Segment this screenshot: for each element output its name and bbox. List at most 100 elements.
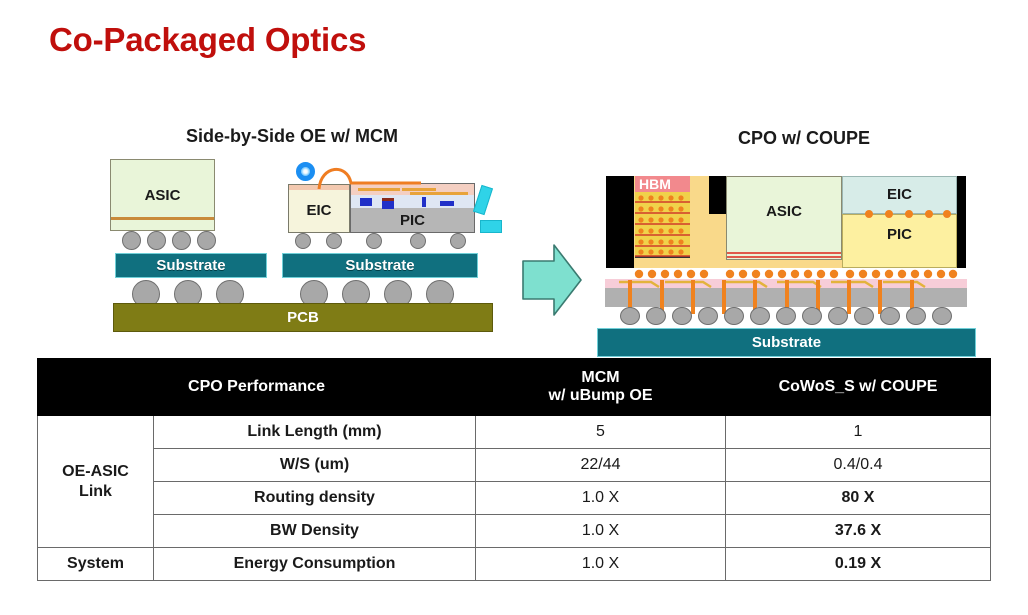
value-coupe: 80 X bbox=[725, 481, 991, 515]
c4-bump bbox=[802, 307, 822, 325]
value-coupe: 1 bbox=[725, 415, 991, 449]
tsv bbox=[816, 280, 820, 314]
optical-ring-icon bbox=[296, 162, 315, 181]
substrate-block-left-2 bbox=[282, 253, 478, 278]
substrate-block-right bbox=[597, 328, 976, 357]
cpo-performance-table: CPO Performance MCM w/ uBump OE CoWoS_S … bbox=[37, 358, 991, 581]
c4-bump bbox=[750, 307, 770, 325]
substrate-label-right: Substrate bbox=[751, 334, 822, 351]
ubump bbox=[905, 210, 913, 218]
eic-label-right: EIC bbox=[886, 185, 912, 203]
group-label-line-2: Link bbox=[79, 482, 112, 500]
header-cowos-coupe: CoWoS_S w/ COUPE bbox=[725, 358, 991, 416]
group-label-system: System bbox=[37, 547, 154, 581]
pic-device bbox=[440, 201, 454, 206]
bump bbox=[366, 233, 382, 249]
pic-label-right: PIC bbox=[886, 225, 912, 243]
tsv bbox=[691, 280, 695, 314]
table-row: BW Density 1.0 X 37.6 X bbox=[38, 514, 991, 548]
tsv bbox=[878, 280, 882, 314]
wirebond-icon bbox=[317, 167, 421, 190]
table-row: W/S (um) 22/44 0.4/0.4 bbox=[38, 448, 991, 482]
c4-bump bbox=[724, 307, 744, 325]
hbm-label: HBM bbox=[639, 176, 671, 192]
asic-metal-line-1 bbox=[727, 252, 841, 254]
transition-arrow-icon bbox=[522, 244, 582, 316]
fiber-connector-side-icon bbox=[480, 220, 502, 233]
substrate-block-left-1 bbox=[115, 253, 267, 278]
tsv bbox=[847, 280, 851, 314]
eic-label-left: EIC bbox=[306, 202, 332, 219]
value-coupe: 37.6 X bbox=[725, 514, 991, 548]
ubump bbox=[865, 210, 873, 218]
metric-name: Routing density bbox=[153, 481, 476, 515]
mold-edge-middle bbox=[709, 176, 726, 214]
value-mcm: 5 bbox=[475, 415, 726, 449]
c4-bump bbox=[698, 307, 718, 325]
tsv bbox=[722, 280, 726, 314]
c4-bump bbox=[932, 307, 952, 325]
header-mcm-line-2: w/ uBump OE bbox=[548, 387, 653, 404]
bump bbox=[122, 231, 141, 250]
header-mcm-ubump-oe: MCM w/ uBump OE bbox=[475, 358, 726, 416]
value-coupe: 0.19 X bbox=[725, 547, 991, 581]
ubump bbox=[885, 210, 893, 218]
header-cpo-performance: CPO Performance bbox=[37, 358, 476, 416]
ubump bbox=[925, 210, 933, 218]
tsv bbox=[753, 280, 757, 314]
asic-label-left: ASIC bbox=[144, 186, 181, 204]
substrate-label-left-1: Substrate bbox=[156, 257, 226, 274]
table-header: CPO Performance MCM w/ uBump OE CoWoS_S … bbox=[37, 358, 991, 416]
asic-underfill-line-left bbox=[111, 217, 214, 220]
cpo-coupe-diagram: HBM ASIC EIC PIC bbox=[597, 168, 985, 387]
right-diagram-heading: CPO w/ COUPE bbox=[738, 128, 871, 148]
table-row: System Energy Consumption 1.0 X 0.19 X bbox=[37, 547, 991, 581]
value-mcm: 1.0 X bbox=[475, 547, 726, 581]
pic-block-right bbox=[842, 214, 957, 268]
bump bbox=[450, 233, 466, 249]
c4-bump bbox=[776, 307, 796, 325]
value-mcm: 1.0 X bbox=[475, 481, 726, 515]
microbump-row-icon bbox=[634, 269, 958, 279]
bump bbox=[172, 231, 191, 250]
asic-label-right: ASIC bbox=[766, 202, 802, 220]
value-coupe: 0.4/0.4 bbox=[725, 448, 991, 482]
bump bbox=[295, 233, 311, 249]
metric-name: Energy Consumption bbox=[153, 547, 476, 581]
c4-bump bbox=[854, 307, 874, 325]
header-mcm-line-1: MCM bbox=[581, 368, 620, 386]
pcb-label: PCB bbox=[287, 309, 319, 326]
c4-bump bbox=[646, 307, 666, 325]
value-mcm: 1.0 X bbox=[475, 514, 726, 548]
bump bbox=[326, 233, 342, 249]
ubump bbox=[943, 210, 951, 218]
table-body: OE-ASIC Link Link Length (mm) 5 1 W/S (u… bbox=[37, 415, 991, 581]
hbm-stack-bumps-icon bbox=[635, 195, 690, 257]
hbm-stack bbox=[635, 192, 690, 258]
value-mcm: 22/44 bbox=[475, 448, 726, 482]
bump bbox=[197, 231, 216, 250]
tsv bbox=[628, 280, 632, 314]
waveguide bbox=[410, 192, 468, 195]
asic-metal-line-2 bbox=[727, 256, 841, 258]
eic-block-left bbox=[288, 184, 350, 233]
waveguide bbox=[358, 188, 400, 191]
metric-name: BW Density bbox=[153, 514, 476, 548]
c4-bump bbox=[880, 307, 900, 325]
c4-bump bbox=[672, 307, 692, 325]
page-title: Co-Packaged Optics bbox=[49, 21, 367, 58]
eic-block-right bbox=[842, 176, 957, 214]
group-label-line-1: OE-ASIC bbox=[62, 463, 129, 481]
pic-label-left: PIC bbox=[399, 212, 425, 229]
substrate-label-left-2: Substrate bbox=[345, 257, 415, 274]
bump bbox=[410, 233, 426, 249]
pcb-block bbox=[113, 303, 493, 332]
tsv bbox=[660, 280, 664, 314]
waveguide bbox=[402, 188, 436, 191]
left-diagram-heading: Side-by-Side OE w/ MCM bbox=[186, 126, 399, 146]
hbm-top-die bbox=[635, 176, 690, 192]
asic-block-right bbox=[726, 176, 842, 260]
mold-edge-right bbox=[957, 176, 966, 268]
metric-name: Link Length (mm) bbox=[153, 415, 476, 449]
pic-device bbox=[360, 198, 372, 206]
